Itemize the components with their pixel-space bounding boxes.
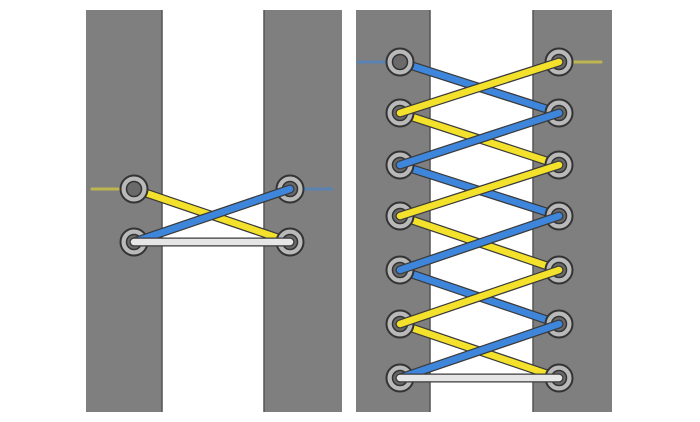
lace-segment-4: [395, 160, 564, 221]
lace-segment-8: [395, 265, 564, 329]
panel-start-step: [86, 10, 342, 412]
lace-segment-11: [395, 319, 564, 383]
lace-segment-0: [395, 57, 564, 118]
panel-complete-criss-cross: [356, 10, 612, 412]
lace-segment-7: [395, 211, 564, 275]
left-shoe-flap: [86, 10, 162, 412]
right-shoe-flap: [264, 10, 342, 412]
lace-segment-1: [129, 184, 295, 247]
eyelet-left-1: [119, 174, 149, 204]
lace-segment-3: [395, 108, 564, 170]
eyelet-left-1: [385, 47, 415, 77]
